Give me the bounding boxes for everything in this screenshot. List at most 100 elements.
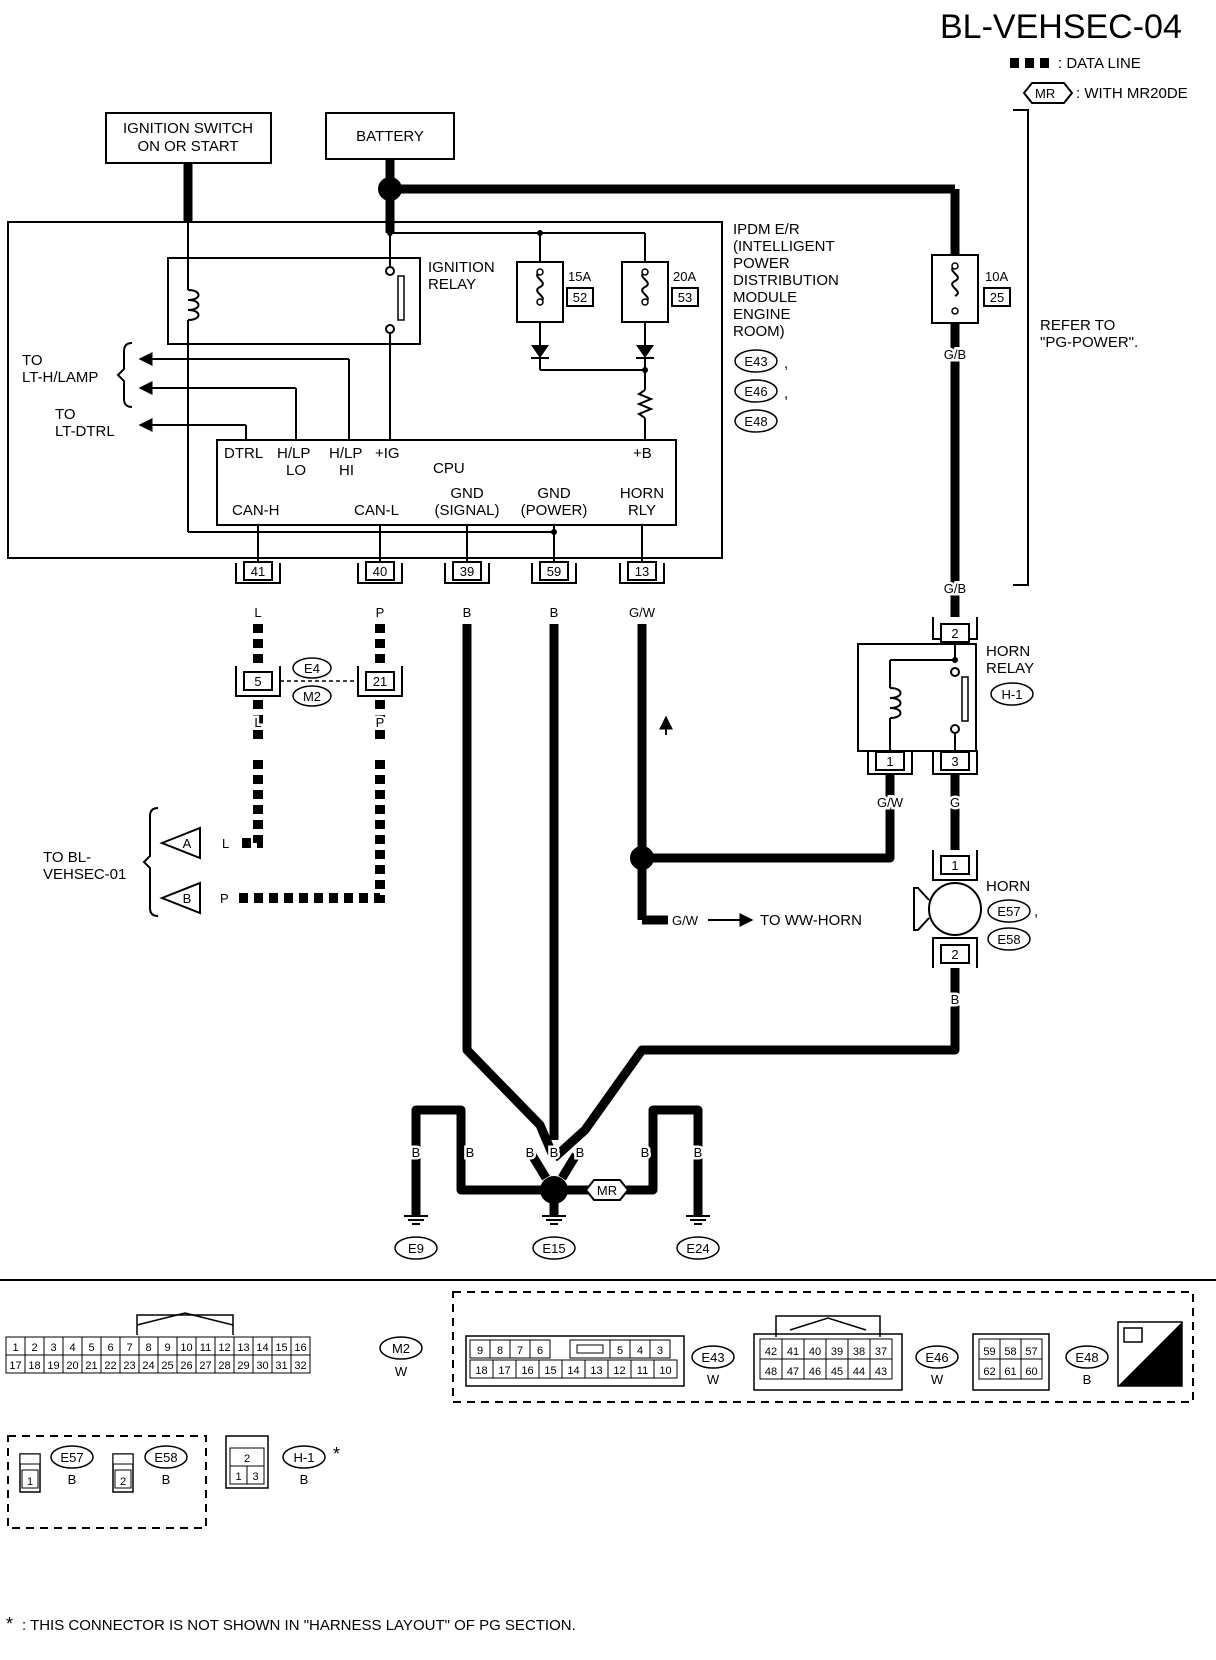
- connector-pin-number: 4: [637, 1345, 643, 1357]
- ipdm-label-line: MODULE: [733, 289, 797, 306]
- connector-color: B: [162, 1472, 171, 1487]
- connector-pin-number: 19: [47, 1360, 59, 1372]
- footnote-text: : THIS CONNECTOR IS NOT SHOWN IN "HARNES…: [22, 1617, 576, 1634]
- connector-pin-number: 41: [787, 1346, 799, 1358]
- connector-name: H-1: [294, 1450, 315, 1465]
- connector-pin-number: 11: [200, 1342, 211, 1354]
- cpu-hlp-hi-line1: H/LP: [329, 445, 362, 462]
- cpu-horn-rly-line1: HORN: [620, 485, 664, 502]
- connector-badge: [734, 349, 778, 373]
- ipdm-label-line: IPDM E/R: [733, 221, 800, 238]
- connector-group-frame: [7, 1435, 207, 1529]
- refer-line2: "PG-POWER".: [1040, 334, 1138, 351]
- connector-pin-number: 14: [567, 1365, 579, 1377]
- connector-pin-number: 16: [521, 1365, 533, 1377]
- separator: ,: [1034, 903, 1038, 920]
- connector-name: E43: [701, 1350, 724, 1365]
- to-lt-hlamp-line1: TO: [22, 352, 43, 369]
- cpu-can-h: CAN-H: [232, 502, 280, 519]
- horn-conn-e58: E58: [997, 932, 1020, 947]
- cpu-hlp-lo-line2: LO: [286, 462, 306, 479]
- connector-pin-number: 3: [50, 1342, 56, 1354]
- connector-pin-number: 5: [617, 1345, 623, 1357]
- to-lt-hlamp-line2: LT-H/LAMP: [22, 369, 98, 386]
- connector-pin-number: 42: [765, 1346, 777, 1358]
- wire-color-p: P: [220, 891, 229, 906]
- to-bl-a: A: [183, 836, 192, 851]
- can-data-lines: [236, 624, 385, 903]
- cpu-gnd-signal-line1: GND: [450, 485, 484, 502]
- connector-pin-number: 40: [809, 1346, 821, 1358]
- connector-pin-number: 16: [294, 1342, 306, 1354]
- wire-color-b: B: [641, 1145, 650, 1160]
- wire-gw: [642, 812, 895, 863]
- horn-relay-pin-2: 2: [951, 626, 958, 641]
- connector-name: E57: [60, 1450, 83, 1465]
- connector-pin-number: 7: [126, 1342, 132, 1354]
- ground-e15: E15: [542, 1241, 565, 1256]
- connector-shell: [465, 1335, 685, 1387]
- connector-pin-number: 24: [142, 1360, 154, 1372]
- connector-pin-number: 10: [659, 1365, 671, 1377]
- legend: : DATA LINE MR : WITH MR20DE: [1010, 55, 1188, 104]
- pin-59: 59: [547, 564, 561, 579]
- connector-label: E48: [744, 414, 767, 429]
- connector-label: E46: [744, 384, 767, 399]
- legend-mr-badge: MR: [1035, 86, 1055, 101]
- ignition-relay-coil: [187, 222, 200, 532]
- ground-e9: E9: [408, 1241, 424, 1256]
- connector-lock: [112, 1453, 134, 1465]
- connector-name: M2: [392, 1341, 410, 1356]
- connector-pin-number: 61: [1004, 1366, 1016, 1378]
- cpu-gnd-signal-line2: (SIGNAL): [434, 502, 499, 519]
- connector-color: B: [1083, 1372, 1092, 1387]
- connector-pin-number: 59: [983, 1346, 995, 1358]
- connector-pin-number: 14: [256, 1342, 268, 1354]
- wire-color-gb: G/B: [944, 581, 966, 596]
- connector-badge: [734, 409, 778, 433]
- wire-color-l: L: [254, 715, 261, 730]
- wire-color-l: L: [222, 836, 229, 851]
- ground-wires: [411, 624, 960, 1216]
- connector-pin-number: 11: [637, 1365, 648, 1377]
- connector-pin-number: 2: [244, 1453, 250, 1465]
- horn-label: HORN: [986, 878, 1030, 895]
- connector-pin-number: 44: [853, 1366, 865, 1378]
- connector-pin-number: 60: [1025, 1366, 1037, 1378]
- connector-pin-number: 27: [199, 1360, 211, 1372]
- wire-color-b: B: [694, 1145, 703, 1160]
- connector-pin-number: 30: [256, 1360, 268, 1372]
- connector-pin-number: 20: [66, 1360, 78, 1372]
- connector-pin-number: 18: [28, 1360, 40, 1372]
- refer-bracket: [1013, 109, 1029, 586]
- connector-pin-number: 22: [104, 1360, 116, 1372]
- ground-symbols: E9 E15 E24: [394, 1215, 720, 1260]
- connector-shell: [972, 1333, 1050, 1391]
- joint-connector: 5 21 E4 M2: [235, 657, 403, 707]
- wire-color-gw: G/W: [629, 605, 656, 620]
- connector-lock: [19, 1453, 41, 1465]
- ipdm-label: IPDM E/R (INTELLIGENT POWER DISTRIBUTION…: [733, 221, 839, 433]
- fuse-10a: 10A 25: [931, 254, 1011, 324]
- connector-color: B: [300, 1472, 309, 1487]
- wire-color-gw: G/W: [877, 795, 904, 810]
- connector-cavity: [21, 1469, 39, 1489]
- connector-pin-number: 3: [657, 1345, 663, 1357]
- hs-triangle: [1118, 1322, 1182, 1386]
- connector-badge: [379, 1336, 423, 1360]
- ignition-switch-line1: IGNITION SWITCH: [123, 120, 253, 137]
- connector-cavity: [653, 1359, 678, 1379]
- mr-badge: MR: [597, 1183, 617, 1198]
- ground-e24: E24: [686, 1241, 709, 1256]
- wire-color-b: B: [412, 1145, 421, 1160]
- connector-pin-number: 31: [275, 1360, 287, 1372]
- connector-cavity: [114, 1469, 132, 1489]
- connector-badge: [50, 1445, 94, 1469]
- hs-label: H.S.: [1152, 1368, 1179, 1384]
- to-ww-horn: TO WW-HORN: [760, 912, 862, 929]
